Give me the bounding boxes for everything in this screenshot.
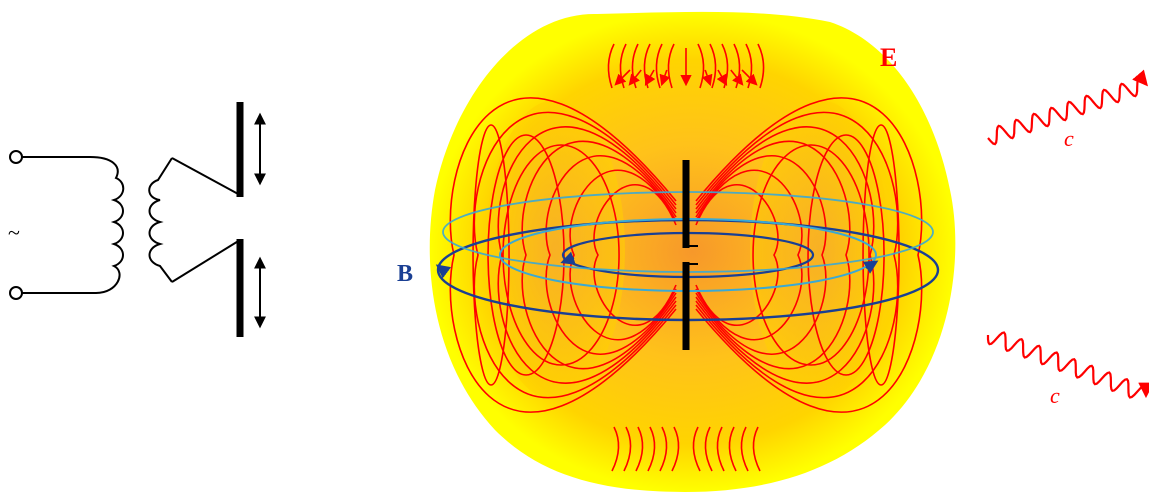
e-field-arc-bottom: [704, 426, 713, 472]
e-field-arc-top: [655, 43, 663, 89]
e-field-arrow-icon: [644, 69, 656, 86]
e-field-loop-right: [695, 140, 851, 370]
e-field-closed-loop-left: [502, 144, 620, 366]
e-field-arc-top: [757, 43, 765, 89]
radiated-wave-upper: [987, 69, 1148, 146]
radiated-wave-lower: [986, 331, 1149, 399]
e-field-arc-top: [697, 43, 705, 89]
e-field-arrow-icon: [741, 69, 758, 86]
e-field-loop-right: [695, 97, 923, 413]
e-field-loop-left: [473, 111, 677, 399]
e-field-arc-bottom: [692, 426, 701, 472]
electric-field-label: E: [880, 43, 897, 72]
e-field-arrow-icon: [628, 69, 642, 86]
e-field-arc-bottom: [623, 426, 632, 472]
e-field-arc-top: [709, 43, 717, 89]
primary-coil: [22, 156, 125, 294]
radiated-waves: [986, 69, 1149, 399]
ac-source-label: ~: [8, 220, 20, 245]
electric-field-lines: [449, 43, 923, 472]
e-field-loop-left: [521, 140, 677, 370]
e-field-arc-bottom: [647, 426, 656, 472]
feed-line-bottom: [171, 239, 241, 283]
e-field-loop-right: [695, 184, 779, 326]
e-field-closed-loop-right: [807, 134, 885, 376]
e-field-arc-top: [667, 43, 675, 89]
e-field-closed-loop-left: [472, 124, 510, 386]
e-field-arc-top: [607, 43, 615, 89]
magnetic-arrow-inner-icon: [560, 251, 576, 265]
magnetic-field-label: B: [397, 261, 413, 287]
e-field-arrow-icon: [701, 69, 713, 87]
e-field-closed-loop-right: [862, 124, 900, 386]
magnetic-arrow-left-icon: [435, 264, 452, 279]
magnetic-arrow-right-icon: [862, 260, 879, 274]
e-field-loop-left: [497, 126, 677, 384]
circuit: [9, 102, 266, 337]
wave-speed-label-lower: c: [1050, 383, 1060, 408]
e-field-arrow-icon: [716, 69, 728, 86]
terminal-top-icon: [9, 150, 23, 164]
e-field-arc-bottom: [635, 426, 644, 472]
e-field-closed-loop-left: [487, 134, 565, 376]
e-field-arc-bottom: [752, 426, 761, 472]
field-lobe-left: [485, 100, 625, 400]
e-field-arc-bottom: [728, 426, 737, 472]
e-field-arc-bottom: [659, 426, 668, 472]
secondary-coil: [148, 157, 173, 283]
dipole-gap: [686, 245, 698, 265]
e-field-arc-bottom: [716, 426, 725, 472]
feed-line-top: [171, 157, 241, 196]
dipole-antenna: [682, 160, 698, 350]
terminal-bottom-icon: [9, 286, 23, 300]
e-field-arrow-icon: [659, 69, 671, 87]
e-field-loop-left: [545, 155, 677, 355]
e-field-loop-right: [695, 169, 803, 341]
e-field-loop-right: [695, 155, 827, 355]
e-field-arc-bottom: [740, 426, 749, 472]
e-field-loop-left: [449, 97, 677, 413]
e-field-closed-loop-right: [752, 144, 870, 366]
e-field-loop-right: [695, 111, 899, 399]
e-field-loop-right: [695, 126, 875, 384]
wave-speed-label-upper: c: [1064, 126, 1074, 151]
e-field-loop-left: [593, 184, 677, 326]
e-field-arc-bottom: [671, 426, 680, 472]
e-field-arrow-icon: [730, 69, 744, 86]
e-field-arc-bottom: [611, 426, 620, 472]
e-field-arrow-icon: [614, 69, 631, 86]
